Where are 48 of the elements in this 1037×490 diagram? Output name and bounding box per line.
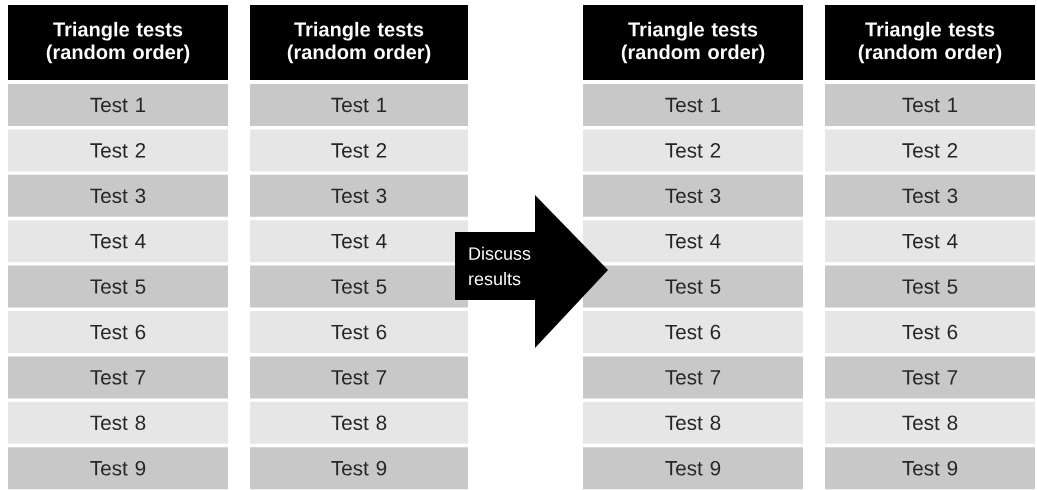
table-cell: Test 2 — [825, 129, 1035, 172]
table-cell: Test 6 — [825, 311, 1035, 353]
node-label: Test 8 — [902, 415, 958, 431]
table-cell: Test 7 — [250, 356, 468, 399]
table-cell: Test 2 — [8, 129, 228, 172]
node-label: Test 8 — [90, 415, 146, 431]
table-cell: Test 1 — [825, 84, 1035, 126]
table-cell: Test 9 — [583, 447, 803, 490]
table-cell: Test 8 — [250, 401, 468, 444]
table-cell: Test 2 — [583, 129, 803, 172]
table-cell: Test 6 — [250, 311, 468, 353]
table-cell: Test 5 — [825, 265, 1035, 308]
node-label: Test 8 — [331, 415, 387, 431]
table-cell: Test 6 — [8, 311, 228, 353]
table-cell: Test 4 — [250, 220, 468, 263]
table-cell: Test 9 — [250, 447, 468, 490]
table-cell: Test 1 — [583, 84, 803, 126]
table-cell: Test 5 — [250, 265, 468, 308]
table-cell: Test 8 — [8, 401, 228, 444]
table-cell: Test 2 — [250, 129, 468, 172]
table-cell: Test 7 — [825, 356, 1035, 399]
table-cell: Test 9 — [825, 447, 1035, 490]
table-cell: Test 4 — [583, 220, 803, 263]
table-cell: Test 4 — [825, 220, 1035, 263]
table-header: Triangle tests (random order) — [583, 5, 803, 80]
table-cell: Test 4 — [8, 220, 228, 263]
table-cell: Test 5 — [583, 265, 803, 308]
node-label: Test 4 — [331, 233, 387, 249]
table-cell: Test 3 — [250, 174, 468, 217]
table-header: Triangle tests (random order) — [8, 5, 228, 80]
table-cell: Test 1 — [250, 84, 468, 126]
table-cell: Test 7 — [583, 356, 803, 399]
table-cell: Test 3 — [583, 174, 803, 217]
node-label: Test 4 — [90, 233, 146, 249]
table-header: Triangle tests (random order) — [250, 5, 468, 80]
table-cell: Test 3 — [8, 174, 228, 217]
table-cell: Test 1 — [8, 84, 228, 126]
node-label: Test 8 — [665, 415, 721, 431]
table-cell: Test 9 — [8, 447, 228, 490]
table-header: Triangle tests (random order) — [825, 5, 1035, 80]
table-cell: Test 3 — [825, 174, 1035, 217]
table-cell: Test 8 — [825, 401, 1035, 444]
node-label: Test 4 — [665, 233, 721, 249]
node-label: Test 4 — [902, 233, 958, 249]
table-cell: Test 7 — [8, 356, 228, 399]
table-cell: Test 8 — [583, 401, 803, 444]
table-cell: Test 6 — [583, 311, 803, 353]
table-cell: Test 5 — [8, 265, 228, 308]
